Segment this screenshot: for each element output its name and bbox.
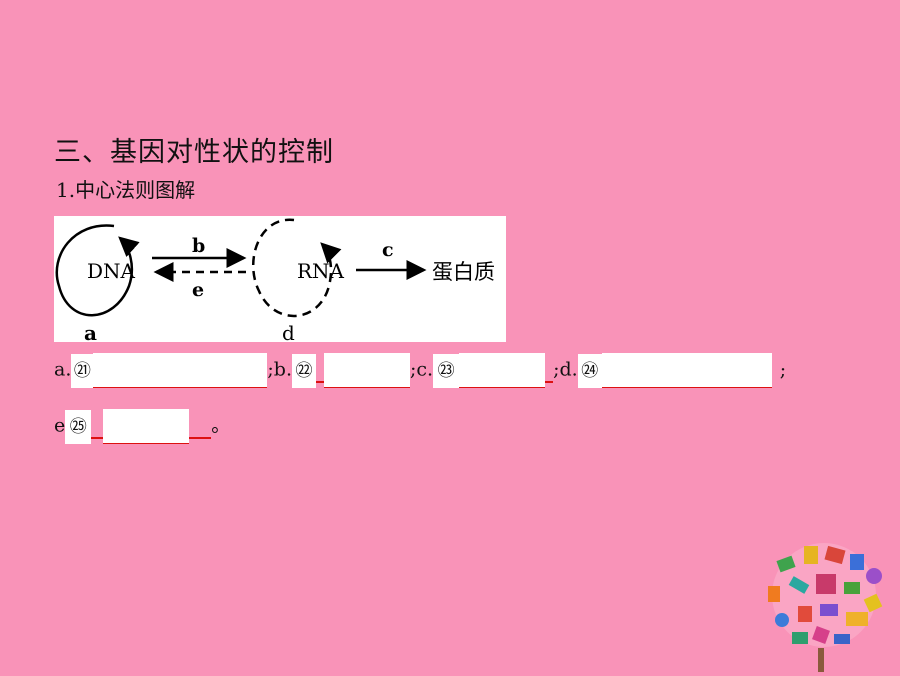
rna-label: RNA — [297, 259, 345, 283]
answer-e-blank[interactable] — [103, 409, 190, 444]
answer-a-prefix: a. — [54, 358, 72, 381]
protein-label: 蛋白质 — [432, 260, 495, 284]
answer-a-number: ㉑ — [71, 353, 94, 388]
answer-e-end: 。 — [211, 414, 231, 437]
answer-b-prefix: ;b. — [267, 358, 292, 381]
dna-label: DNA — [87, 259, 136, 283]
label-c: c — [382, 239, 394, 261]
answer-e-prefix: e — [54, 414, 66, 437]
replication-loop-a — [55, 224, 140, 317]
answer-a-blank[interactable] — [93, 353, 268, 388]
decorative-doodle-cluster — [752, 540, 900, 672]
label-e: e — [192, 279, 204, 301]
label-b: b — [192, 235, 205, 257]
answer-end-semicolon: ; — [779, 358, 787, 381]
answer-row-1: a.㉑ ;b.㉒ ;c.㉓ ;d.㉔; — [54, 353, 786, 388]
answer-d-blank[interactable] — [601, 353, 772, 388]
section-subtitle: 1.中心法则图解 — [56, 178, 196, 202]
answer-e-underline-right — [189, 415, 212, 439]
label-a: a — [84, 321, 97, 342]
answer-c-underline — [545, 359, 554, 383]
answer-c-prefix: ;c. — [409, 358, 434, 381]
section-title: 三、基因对性状的控制 — [54, 137, 334, 168]
answer-d-prefix: ;d. — [553, 358, 578, 381]
answer-b-number: ㉒ — [291, 353, 316, 388]
answer-e-underline-left — [91, 415, 104, 439]
answer-b-underline — [315, 359, 324, 383]
answer-b-blank[interactable] — [323, 353, 410, 388]
answer-c-number: ㉓ — [433, 353, 460, 388]
central-dogma-diagram: DNA RNA 蛋白质 a b c d e — [54, 216, 506, 342]
answer-e-number: ㉕ — [65, 409, 92, 444]
answer-c-blank[interactable] — [459, 353, 546, 388]
answer-d-number: ㉔ — [577, 353, 602, 388]
label-d: d — [282, 321, 295, 342]
